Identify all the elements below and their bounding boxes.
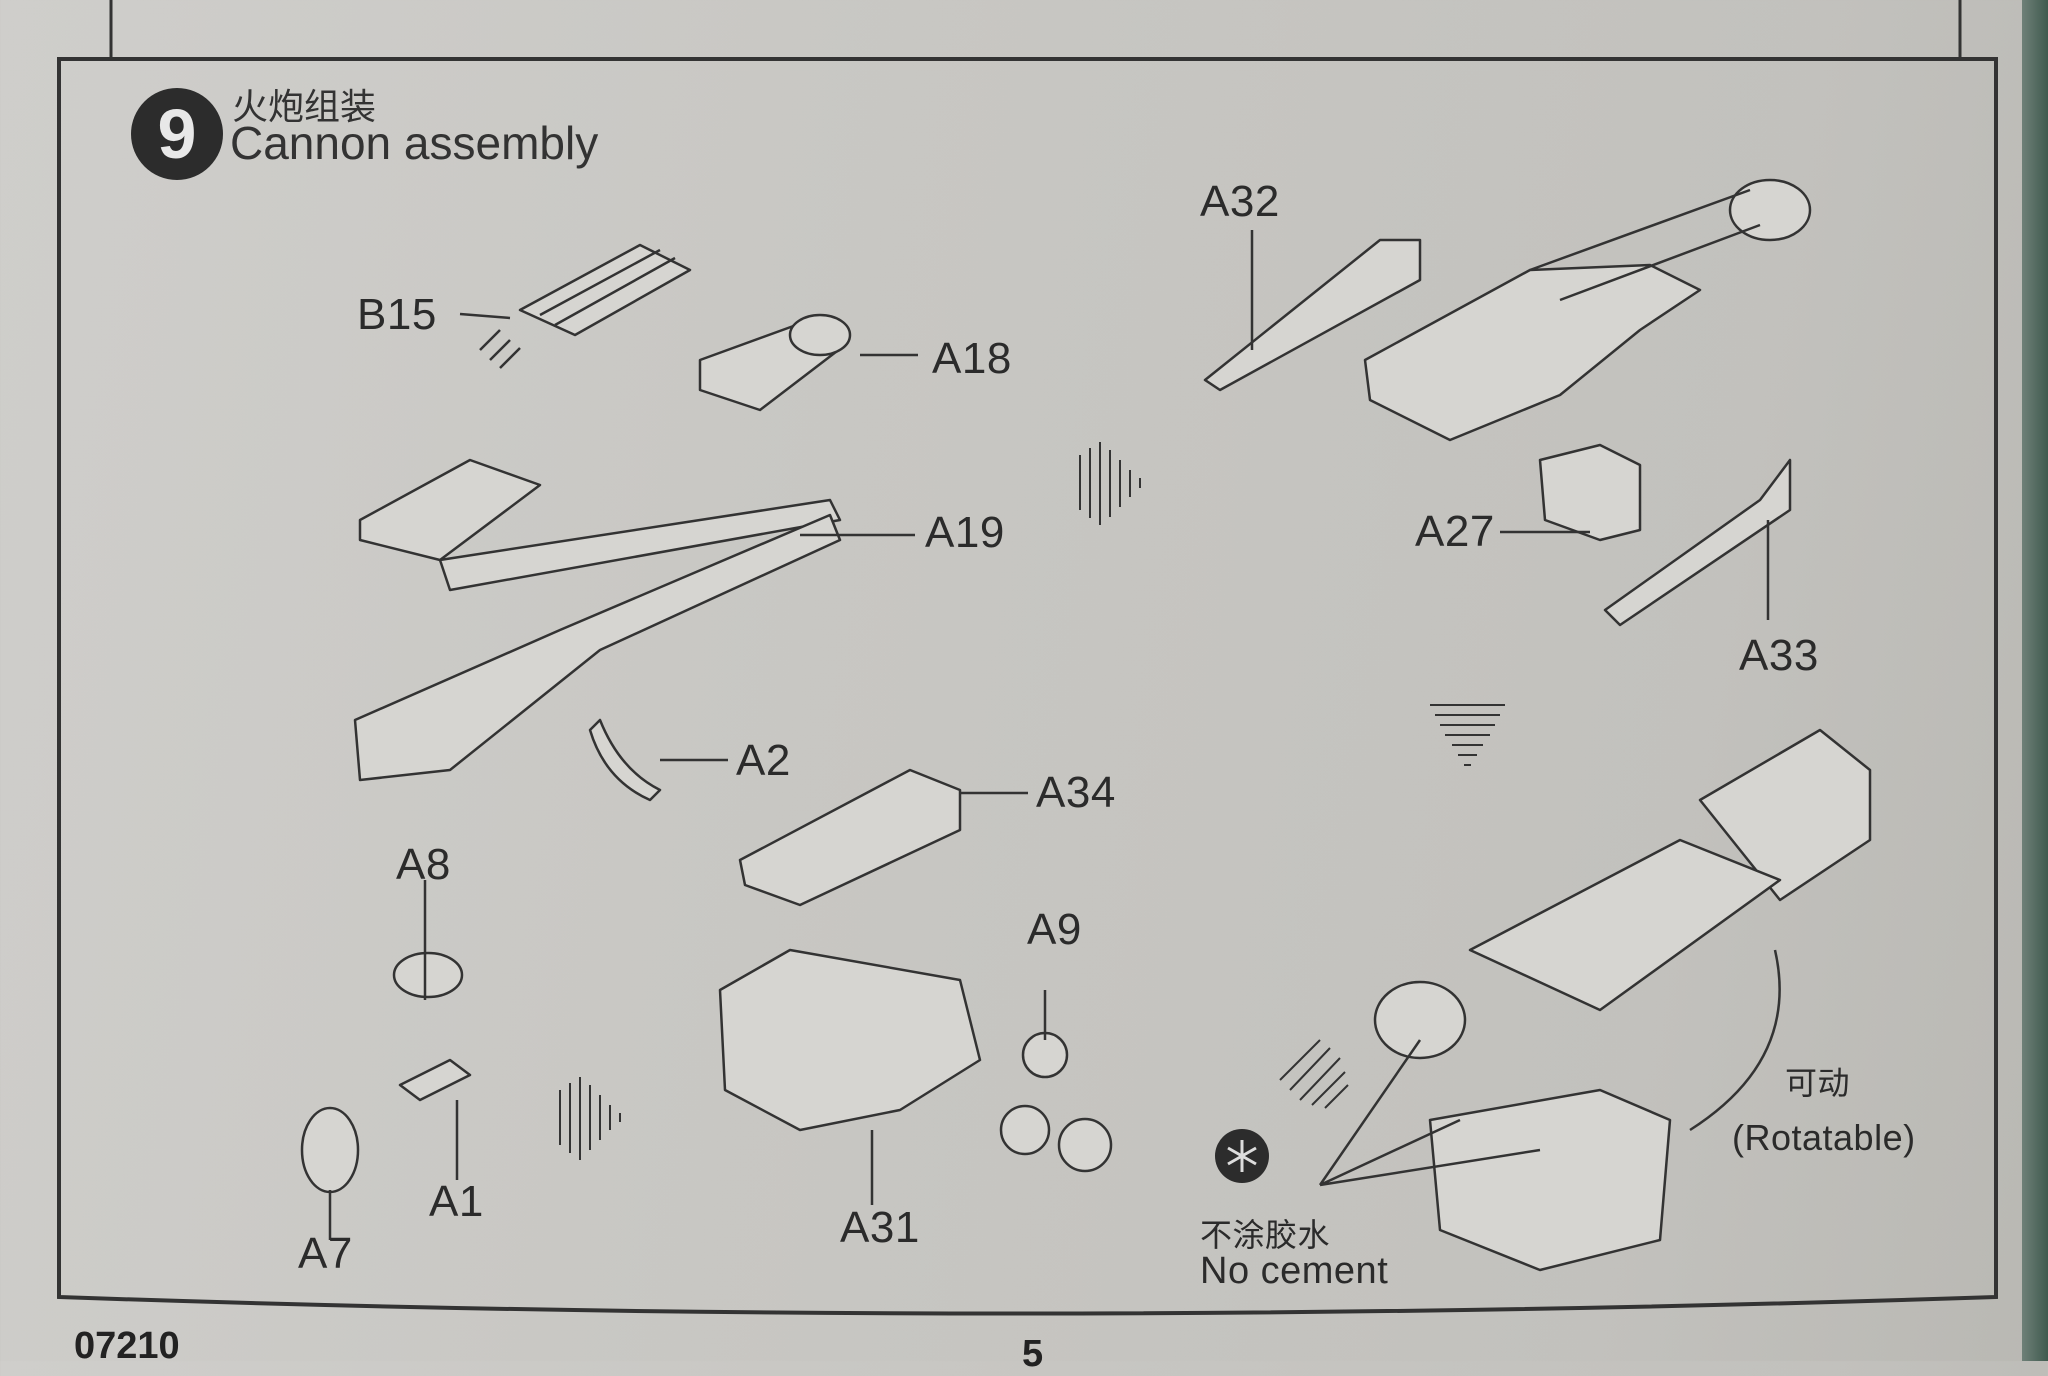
part-label-a33: A33 bbox=[1739, 631, 1819, 680]
part-label-a31: A31 bbox=[840, 1203, 920, 1252]
step-title-en: Cannon assembly bbox=[230, 117, 599, 169]
part-a27-drawing bbox=[1538, 443, 1642, 542]
assembled-receiver-drawing bbox=[1363, 178, 1812, 442]
page-number: 5 bbox=[1022, 1333, 1044, 1375]
part-a31-drawing bbox=[718, 948, 982, 1132]
part-b15-drawing bbox=[479, 243, 692, 369]
no-cement-label-en: No cement bbox=[1200, 1250, 1389, 1292]
no-cement-icon bbox=[1215, 1129, 1269, 1183]
part-label-a2: A2 bbox=[736, 736, 791, 785]
step-arrow-down-icon bbox=[1430, 704, 1505, 766]
part-a7-drawing bbox=[300, 1106, 360, 1194]
part-a18-drawing bbox=[698, 313, 852, 412]
kit-code: 07210 bbox=[74, 1325, 180, 1367]
part-a2-drawing bbox=[588, 718, 662, 802]
rotatable-label-en: (Rotatable) bbox=[1732, 1117, 1916, 1158]
part-a1-drawing bbox=[398, 1058, 472, 1102]
rotatable-label-cn: 可动 bbox=[1785, 1065, 1851, 1101]
part-label-a8: A8 bbox=[396, 840, 451, 889]
no-cement-label-cn: 不涂胶水 bbox=[1200, 1217, 1331, 1253]
step-number-badge: 9 bbox=[131, 88, 223, 180]
part-label-a7: A7 bbox=[298, 1229, 353, 1278]
part-label-a27: A27 bbox=[1415, 507, 1495, 556]
part-a8-drawing bbox=[392, 951, 464, 999]
step-arrow-right-icon bbox=[559, 1077, 621, 1160]
final-assembly-drawing bbox=[1373, 728, 1872, 1272]
part-label-a19: A19 bbox=[925, 508, 1005, 557]
step-arrow-diagonal-icon bbox=[1279, 1039, 1349, 1109]
part-label-a1: A1 bbox=[429, 1177, 484, 1226]
frame-outer-line bbox=[109, 0, 1962, 59]
part-label-a32: A32 bbox=[1200, 177, 1280, 226]
part-label-a18: A18 bbox=[932, 334, 1012, 383]
table-edge bbox=[2022, 0, 2048, 1361]
step-title-cn: 火炮组装 bbox=[232, 86, 377, 127]
step-arrows bbox=[559, 442, 1505, 1160]
frame bbox=[57, 57, 1998, 1316]
part-a33-drawing bbox=[1603, 458, 1792, 627]
part-label-a34: A34 bbox=[1036, 768, 1116, 817]
step-arrow-right-icon bbox=[1079, 442, 1141, 525]
part-label-a9: A9 bbox=[1027, 905, 1082, 954]
part-a32-drawing bbox=[1203, 238, 1422, 392]
part-a34-drawing bbox=[738, 768, 962, 907]
part-a19-drawing bbox=[353, 458, 842, 782]
part-label-b15: B15 bbox=[357, 290, 437, 339]
